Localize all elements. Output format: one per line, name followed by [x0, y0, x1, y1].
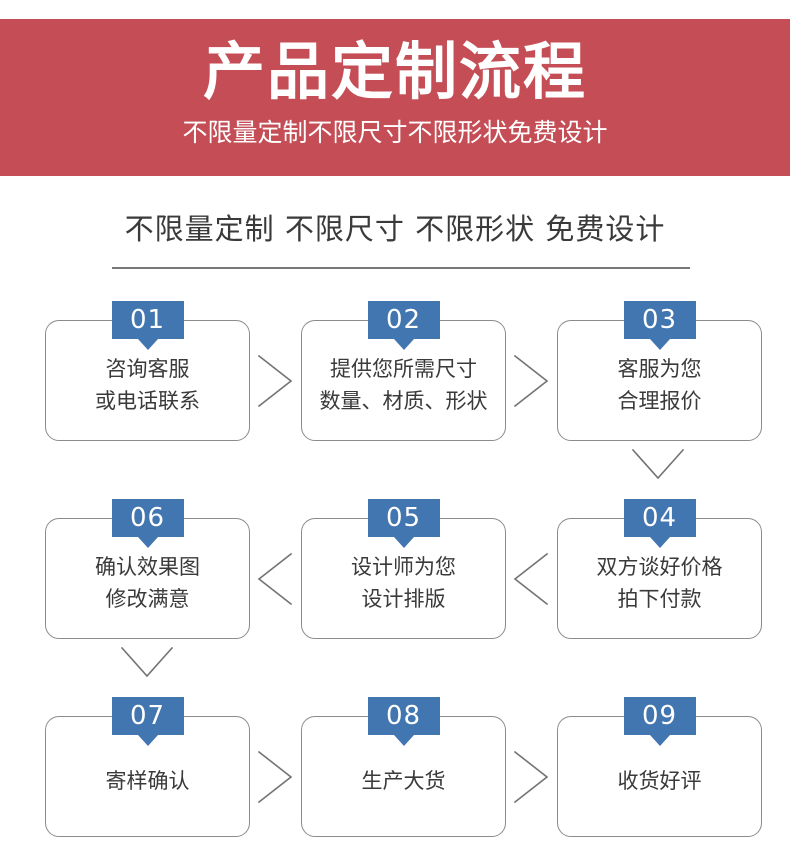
- section-divider: [112, 267, 690, 269]
- step-number-badge: 01: [111, 301, 184, 339]
- process-flow-diagram: 01 咨询客服 或电话联系 02 提供您所需尺寸 数量、材质、形状 03 客服为…: [0, 300, 790, 838]
- chevron-right-icon: [253, 748, 303, 806]
- chevron-right-icon: [509, 352, 559, 410]
- step-number-badge: 05: [367, 499, 440, 537]
- page-subtitle: 不限量定制不限尺寸不限形状免费设计: [182, 117, 608, 147]
- chevron-right-icon: [253, 352, 303, 410]
- step-label: 确认效果图 修改满意: [95, 555, 200, 611]
- step-number-badge: 02: [367, 301, 440, 339]
- flow-step-01[interactable]: 01 咨询客服 或电话联系: [45, 301, 250, 441]
- chevron-right-icon: [509, 748, 559, 806]
- flow-step-04[interactable]: 04 双方谈好价格 拍下付款: [557, 499, 762, 639]
- step-label: 收货好评: [617, 768, 702, 793]
- flow-step-08[interactable]: 08 生产大货: [301, 697, 506, 837]
- step-number-badge: 04: [623, 499, 696, 537]
- step-number-badge: 07: [111, 697, 184, 735]
- chevron-down-icon: [629, 442, 687, 488]
- section-heading: 不限量定制 不限尺寸 不限形状 免费设计: [124, 212, 666, 246]
- chevron-left-icon: [509, 550, 559, 608]
- flow-step-06[interactable]: 06 确认效果图 修改满意: [45, 499, 250, 639]
- page-title: 产品定制流程: [202, 35, 587, 108]
- step-number-badge: 03: [623, 301, 696, 339]
- step-label: 提供您所需尺寸 数量、材质、形状: [319, 357, 488, 413]
- step-label: 客服为您 合理报价: [617, 357, 702, 413]
- flow-step-09[interactable]: 09 收货好评: [557, 697, 762, 837]
- flow-row-3: 07 寄样确认 08 生产大货 09 收货好评: [0, 696, 790, 838]
- step-label: 双方谈好价格 拍下付款: [596, 555, 723, 611]
- step-number-badge: 08: [367, 697, 440, 735]
- flow-row-1: 01 咨询客服 或电话联系 02 提供您所需尺寸 数量、材质、形状 03 客服为…: [0, 300, 790, 480]
- step-label: 咨询客服 或电话联系: [95, 357, 200, 413]
- flow-row-2: 06 确认效果图 修改满意 05 设计师为您 设计排版 04 双方谈好价格 拍下…: [0, 498, 790, 678]
- flow-step-03[interactable]: 03 客服为您 合理报价: [557, 301, 762, 441]
- step-label: 设计师为您 设计排版: [351, 555, 456, 611]
- flow-step-07[interactable]: 07 寄样确认: [45, 697, 250, 837]
- step-number-badge: 09: [623, 697, 696, 735]
- step-number-badge: 06: [111, 499, 184, 537]
- flow-step-02[interactable]: 02 提供您所需尺寸 数量、材质、形状: [301, 301, 506, 441]
- step-label: 寄样确认: [105, 768, 190, 793]
- chevron-down-icon: [118, 640, 176, 686]
- chevron-left-icon: [253, 550, 303, 608]
- header-banner: 产品定制流程 不限量定制不限尺寸不限形状免费设计: [0, 19, 790, 176]
- step-label: 生产大货: [361, 768, 446, 793]
- flow-step-05[interactable]: 05 设计师为您 设计排版: [301, 499, 506, 639]
